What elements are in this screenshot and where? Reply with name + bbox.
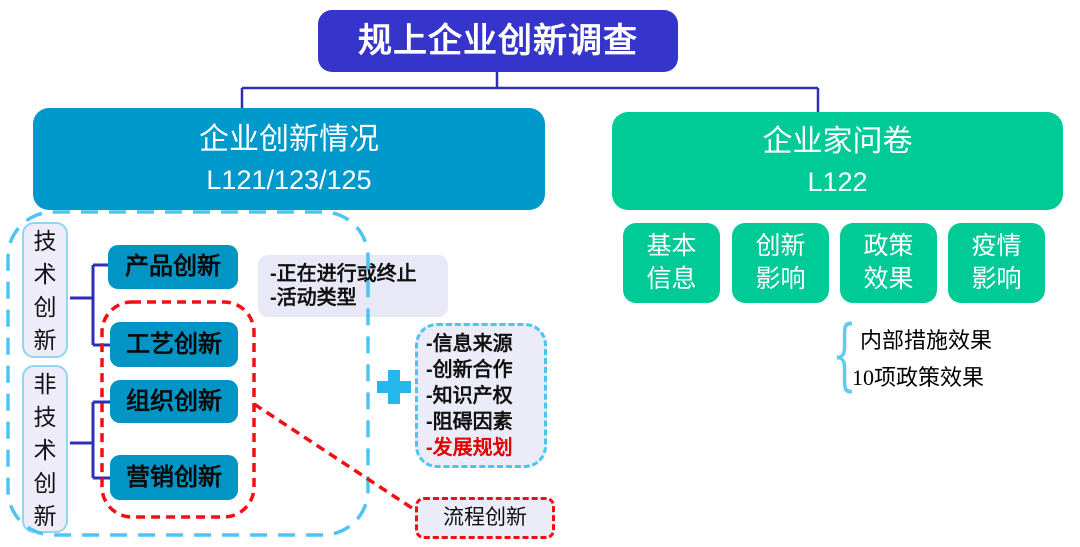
- branch-header-title: 企业家问卷: [762, 125, 913, 158]
- topic-box-pandemic-impact: 疫情影响: [948, 223, 1045, 303]
- process-innovation-box: 流程创新: [415, 497, 555, 539]
- note-box-activity: -正在进行或终止 -活动类型: [258, 255, 448, 317]
- category-label-text: 技术创新: [33, 228, 57, 353]
- innovation-box-organization: 组织创新: [110, 380, 238, 423]
- effect-line-ten-policies: 10项政策效果: [852, 365, 985, 390]
- branch-header-enterprise-innovation: 企业创新情况 L121/123/125: [33, 108, 545, 210]
- branch-header-title: 企业创新情况: [199, 123, 379, 156]
- plus-icon-bar: [388, 370, 400, 404]
- category-label-technical-innovation: 技术创新: [22, 222, 68, 358]
- topic-box-text: 政策效果: [863, 232, 914, 293]
- note-line: -活动类型: [270, 287, 357, 309]
- effect-line-internal-measures: 内部措施效果: [860, 328, 993, 353]
- detail-item: -知识产权: [426, 385, 513, 407]
- detail-list-box: -信息来源 -创新合作 -知识产权 -阻碍因素 -发展规划: [415, 323, 547, 468]
- nontech-bracket-connector: [70, 400, 110, 480]
- topic-box-text: 基本信息: [646, 232, 697, 293]
- topic-box-innovation-impact: 创新影响: [732, 223, 829, 303]
- detail-item: -阻碍因素: [426, 411, 513, 433]
- category-label-nontechnical-innovation: 非技术创新: [22, 365, 68, 533]
- topic-box-text: 创新影响: [755, 232, 806, 293]
- branch-header-code: L121/123/125: [206, 165, 372, 195]
- innovation-box-marketing: 营销创新: [110, 455, 238, 500]
- branch-header-entrepreneur-questionnaire: 企业家问卷 L122: [612, 112, 1063, 210]
- detail-item-highlighted: -发展规划: [426, 437, 513, 459]
- detail-item: -创新合作: [426, 359, 513, 381]
- topic-box-text: 疫情影响: [971, 232, 1022, 293]
- innovation-box-product: 产品创新: [108, 245, 238, 289]
- branch-header-code: L122: [807, 167, 868, 197]
- topic-box-basic-info: 基本信息: [623, 223, 720, 303]
- detail-item: -信息来源: [426, 333, 513, 355]
- brace-icon: {: [832, 310, 857, 400]
- page-title: 规上企业创新调查: [318, 10, 678, 72]
- category-label-text: 非技术创新: [33, 371, 57, 529]
- note-line: -正在进行或终止: [270, 263, 417, 285]
- topic-box-policy-effect: 政策效果: [840, 223, 937, 303]
- plus-icon: [377, 370, 411, 404]
- tech-bracket-connector: [70, 263, 110, 347]
- innovation-box-process-technique: 工艺创新: [110, 322, 238, 367]
- process-callout-dashed-line: [253, 402, 416, 512]
- tree-connector-lines: [240, 72, 820, 112]
